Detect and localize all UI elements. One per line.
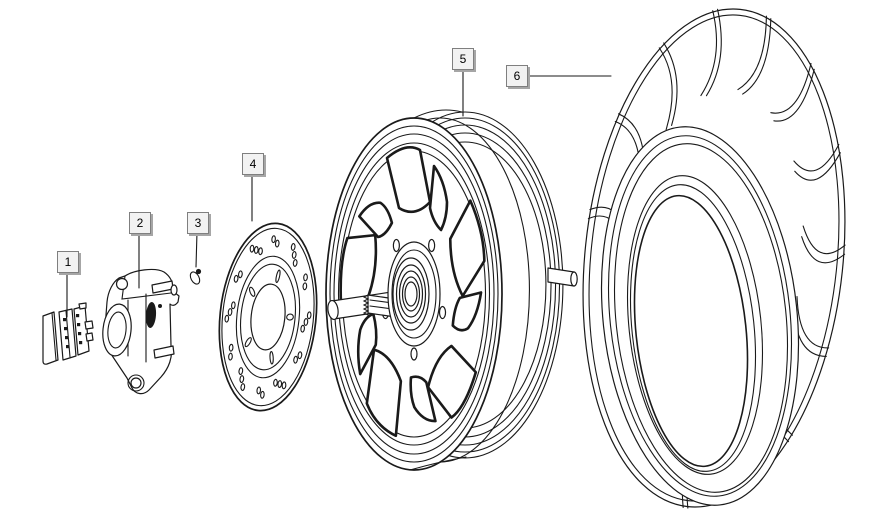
leader-lines	[66, 70, 612, 318]
pad-pin-drawing	[189, 268, 202, 285]
callout-box-6: 6	[506, 65, 528, 87]
tire-sidewall-rings	[600, 126, 800, 506]
callout-label-4: 4	[249, 157, 257, 171]
brake-caliper-drawing	[102, 268, 180, 395]
callout-label-2: 2	[136, 216, 144, 230]
callout-box-4: 4	[242, 153, 264, 175]
wheel-spoke-openings	[336, 147, 494, 451]
callout-label-1: 1	[64, 255, 72, 269]
disc-vent-holes	[217, 232, 319, 403]
callout-box-5: 5	[452, 48, 474, 70]
brake-disc-drawing	[210, 219, 325, 416]
callout-label-3: 3	[194, 216, 202, 230]
callout-box-2: 2	[129, 212, 151, 234]
callout-label-6: 6	[513, 69, 521, 83]
wheel-hub	[388, 242, 440, 346]
callout-box-1: 1	[57, 251, 79, 273]
wheel-rim-drawing	[326, 109, 578, 470]
callout-box-3: 3	[187, 212, 209, 234]
axle-stub-right	[547, 267, 578, 287]
tire-drawing	[582, 8, 846, 518]
callout-label-5: 5	[459, 52, 467, 66]
brake-pads-drawing	[42, 302, 94, 365]
